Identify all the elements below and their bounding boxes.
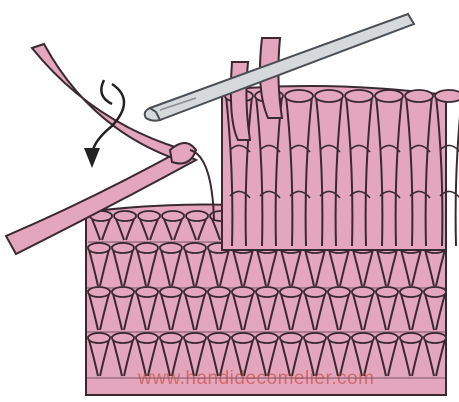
stitch-top-loop	[328, 287, 350, 297]
stitch-top-loop	[112, 333, 134, 343]
stitch-top-loop	[136, 333, 158, 343]
arrow-head	[84, 148, 100, 168]
stitch-top-loop	[435, 90, 459, 102]
stitch-top-loop	[186, 211, 208, 221]
stitch-top-loop	[114, 211, 136, 221]
stitch-top-loop	[208, 333, 230, 343]
stitch-top-loop	[184, 333, 206, 343]
stitch-top-loop	[424, 333, 446, 343]
stitch-top-loop	[160, 287, 182, 297]
stitch-top-loop	[112, 243, 134, 253]
stitch-top-loop	[208, 287, 230, 297]
stitch-top-loop	[376, 333, 398, 343]
stitch-top-loop	[138, 211, 160, 221]
stitch-top-loop	[88, 243, 110, 253]
stitch-top-loop	[376, 287, 398, 297]
watermark-text: www.handidecomelier.com	[138, 368, 374, 390]
stitch-top-loop	[112, 287, 134, 297]
stitch-top-loop	[136, 287, 158, 297]
stitch-top-loop	[405, 90, 433, 102]
stitch-top-loop	[232, 287, 254, 297]
stitch-top-loop	[328, 333, 350, 343]
tall-stitch-post	[456, 96, 459, 246]
stitch-top-loop	[160, 243, 182, 253]
stitch-top-loop	[162, 211, 184, 221]
stitch-top-loop	[88, 333, 110, 343]
stitch-top-loop	[280, 287, 302, 297]
stitch-top-loop	[352, 333, 374, 343]
stitch-top-loop	[184, 287, 206, 297]
stitch-top-loop	[232, 333, 254, 343]
stitch-top-loop	[184, 243, 206, 253]
stitch-top-loop	[424, 287, 446, 297]
stitch-top-loop	[400, 333, 422, 343]
stitch-top-loop	[345, 90, 373, 102]
stitch-top-loop	[280, 333, 302, 343]
stitch-top-loop	[315, 90, 343, 102]
stitch-top-loop	[256, 287, 278, 297]
stitch-top-loop	[256, 333, 278, 343]
arrow-tail	[101, 80, 112, 104]
stitch-top-loop	[285, 90, 313, 102]
stitch-top-loop	[160, 333, 182, 343]
stitch-top-loop	[136, 243, 158, 253]
stitch-top-loop	[375, 90, 403, 102]
stitch-top-loop	[400, 287, 422, 297]
stitch-top-loop	[88, 287, 110, 297]
stitch-top-loop	[304, 333, 326, 343]
stitch-top-loop	[352, 287, 374, 297]
stitch-top-loop	[304, 287, 326, 297]
